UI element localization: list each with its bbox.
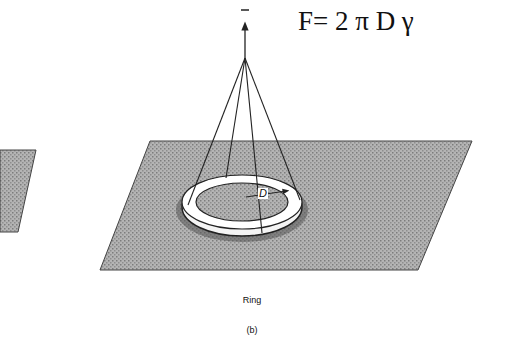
part-name: Ring [243, 296, 262, 305]
ring-inner [196, 183, 288, 221]
ring [182, 175, 302, 229]
tick-mark [241, 9, 249, 11]
liquid-surface [0, 150, 36, 232]
force-arrow [244, 26, 245, 58]
suspension-wires [188, 58, 300, 233]
liquid-surface [100, 141, 472, 270]
panel-label: (b) [247, 326, 258, 335]
formula: F= 2 π D γ [298, 8, 414, 35]
dimension-label: D [258, 188, 268, 199]
